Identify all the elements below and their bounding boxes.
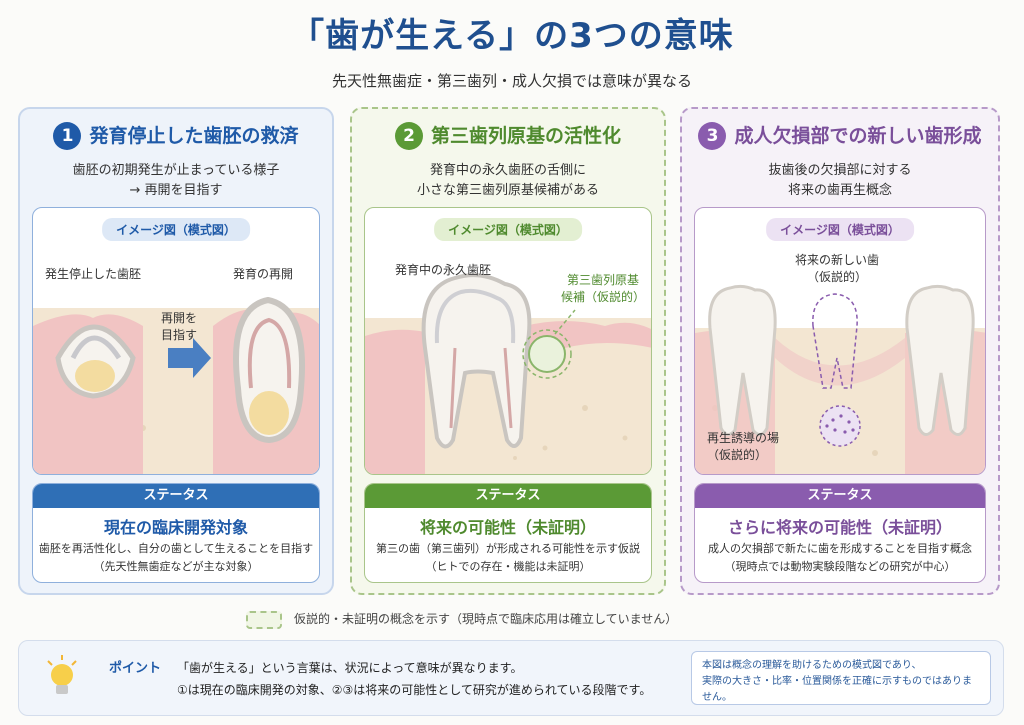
page-title: 「歯が生える」の3つの意味	[290, 16, 734, 56]
regeneration-site-icon	[819, 405, 861, 447]
panel-1-description: 歯胚の初期発生が止まっている様子 → 再開を目指す	[20, 161, 332, 201]
panel-1: 1 発育停止した歯胚の救済 歯胚の初期発生が止まっている様子 → 再開を目指す イメ…	[18, 107, 334, 595]
status-description: 成人の欠損部で新たに歯を形成することを目指す概念 （現時点では動物実験段階などの研…	[695, 540, 985, 576]
panel-2: 2 第三歯列原基の活性化 発育中の永久歯胚の舌側に小さな第三歯列原基候補がある イ…	[350, 107, 666, 595]
status-description: 第三の歯（第三歯列）が形成される可能性を示す仮説 （ヒトでの存在・機能は未証明）	[365, 540, 651, 576]
status-bar: ステータス	[365, 484, 651, 508]
panel-1-heading-text: 発育停止した歯胚の救済	[89, 125, 299, 147]
point-box: ポイント 「歯が生える」という言葉は、状況によって意味が異なります。 ①は現在の臨…	[18, 640, 1004, 716]
panel-3-desc-line: 将来の歯再生概念	[787, 183, 892, 198]
point-line: 「歯が生える」という言葉は、状況によって意味が異なります。	[177, 661, 523, 675]
image-tag: イメージ図（模式図）	[434, 218, 582, 241]
panel-2-desc-line: 発育中の永久歯胚の舌側に	[429, 163, 586, 178]
panel-3-heading: 3 成人欠損部での新しい歯形成	[682, 121, 998, 150]
arrow-label: 再開を目指す	[161, 310, 197, 344]
legend: 仮説的・未証明の概念を示す（現時点で臨床応用は確立していません）	[246, 610, 677, 629]
arrow-label-line: 目指す	[161, 328, 198, 342]
panel-2-description: 発育中の永久歯胚の舌側に小さな第三歯列原基候補がある	[352, 161, 664, 201]
label-third-dentition-bud: 第三歯列原基候補（仮説的）	[561, 272, 645, 306]
label-developing-tooth: 発育中の永久歯胚	[395, 263, 492, 277]
note-line: 本図は概念の理解を助けるための模式図であり、	[702, 660, 922, 671]
panel-2-heading: 2 第三歯列原基の活性化	[352, 121, 664, 150]
panel-2-illustration: イメージ図（模式図） 発育中の永久歯胚 第三歯列原基候補（仮説的）	[364, 207, 652, 475]
site-label-line: （仮説的）	[707, 448, 768, 462]
page-subtitle: 先天性無歯症・第三歯列・成人欠損では意味が異なる	[331, 72, 692, 90]
status-description: 歯胚を再活性化し、自分の歯として生えることを目指す （先天性無歯症などが主な対象）	[33, 540, 319, 576]
number-badge-3: 3	[698, 122, 727, 150]
panel-3-heading-text: 成人欠損部での新しい歯形成	[734, 125, 982, 147]
site-label-line: 再生誘導の場	[707, 431, 780, 445]
point-text: 「歯が生える」という言葉は、状況によって意味が異なります。 ①は現在の臨床開発の対…	[177, 657, 651, 701]
lightbulb-icon	[47, 655, 77, 694]
panel-3: 3 成人欠損部での新しい歯形成 抜歯後の欠損部に対する将来の歯再生概念 イメージ図…	[680, 107, 1000, 595]
label-resumed-growth: 発育の再開	[233, 267, 294, 281]
status-title: 現在の臨床開発対象	[103, 518, 248, 537]
panel-1-heading: 1 発育停止した歯胚の救済	[20, 121, 332, 150]
status-title: さらに将来の可能性（未証明）	[727, 518, 952, 537]
future-tooth-label-line: （仮説的）	[807, 270, 868, 284]
arrow-label-line: 再開を	[161, 311, 198, 325]
point-line: ①は現在の臨床開発の対象、②③は将来の可能性として研究が進められている段階です。	[177, 683, 652, 697]
panel-3-desc-line: 抜歯後の欠損部に対する	[768, 163, 912, 178]
bud-label-line: 第三歯列原基	[567, 273, 640, 287]
dental-bud-illustration	[33, 296, 319, 474]
status-line: （ヒトでの存在・機能は未証明）	[425, 560, 591, 573]
number-badge-2: 2	[394, 122, 423, 150]
panel-2-heading-text: 第三歯列原基の活性化	[430, 125, 621, 147]
dashed-box-icon	[246, 610, 282, 629]
panel-1-illustration: イメージ図（模式図） 発生停止した歯胚 発育の再開 再開を目指す	[32, 207, 320, 475]
permanent-tooth-illustration	[365, 273, 651, 474]
panel-2-desc-line: 小さな第三歯列原基候補がある	[416, 183, 599, 198]
disclaimer-note: 本図は概念の理解を助けるための模式図であり、実際の大きさ・比率・位置関係を正確に…	[691, 651, 991, 705]
point-label: ポイント	[109, 661, 162, 676]
image-tag: イメージ図（模式図）	[102, 218, 250, 241]
label-regeneration-site: 再生誘導の場 （仮説的）	[707, 430, 779, 464]
label-future-tooth: 将来の新しい歯 （仮説的）	[795, 252, 879, 286]
number-badge-1: 1	[53, 122, 82, 150]
status-line: 歯胚を再活性化し、自分の歯として生えることを目指す	[38, 542, 314, 555]
status-line: （現時点では動物実験段階などの研究が中心）	[724, 560, 956, 573]
panel-3-status: ステータス さらに将来の可能性（未証明） 成人の欠損部で新たに歯を形成することを…	[694, 483, 986, 583]
tooth-gap-illustration	[695, 284, 985, 474]
panel-3-description: 抜歯後の欠損部に対する将来の歯再生概念	[682, 161, 998, 201]
future-tooth-outline	[812, 293, 858, 389]
hypothetical-bud-outline	[522, 329, 572, 379]
image-tag: イメージ図（模式図）	[766, 218, 914, 241]
panel-1-desc-line: 歯胚の初期発生が止まっている様子	[72, 163, 280, 178]
status-bar: ステータス	[695, 484, 985, 508]
bud-label-line: 候補（仮説的）	[561, 290, 646, 304]
arrow-icon	[168, 338, 211, 378]
status-title: 将来の可能性（未証明）	[419, 518, 596, 537]
panel-2-status: ステータス 将来の可能性（未証明） 第三の歯（第三歯列）が形成される可能性を示す…	[364, 483, 652, 583]
status-line: （先天性無歯症などが主な対象）	[93, 560, 259, 573]
panel-1-status: ステータス 現在の臨床開発対象 歯胚を再活性化し、自分の歯として生えることを目指…	[32, 483, 320, 583]
label-arrested-bud: 発生停止した歯胚	[45, 267, 142, 281]
panel-3-illustration: イメージ図（模式図） 将来の新しい歯 （仮説的） 再生誘導の場 （仮説的）	[694, 207, 986, 475]
panel-1-desc-line: → 再開を目指す	[129, 183, 223, 198]
note-line: 実際の大きさ・比率・位置関係を正確に示すものではありません。	[702, 676, 972, 703]
status-line: 第三の歯（第三歯列）が形成される可能性を示す仮説	[376, 542, 640, 555]
status-line: 成人の欠損部で新たに歯を形成することを目指す概念	[708, 542, 972, 555]
status-bar: ステータス	[33, 484, 319, 508]
future-tooth-label-line: 将来の新しい歯	[795, 253, 880, 267]
legend-text: 仮説的・未証明の概念を示す（現時点で臨床応用は確立していません）	[294, 612, 678, 626]
